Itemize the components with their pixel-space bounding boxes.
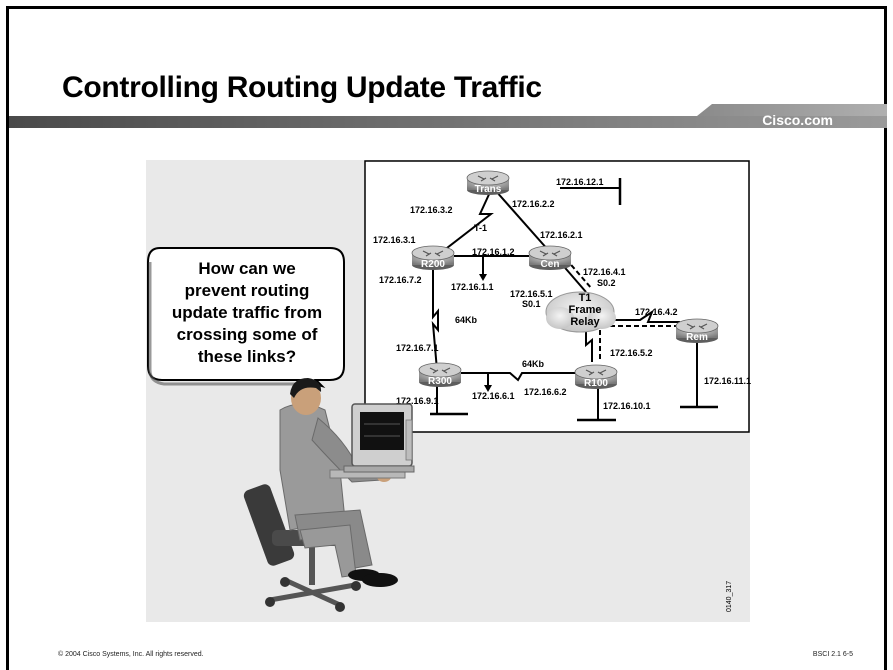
addr-r300-lan9: 172.16.9.1 <box>396 396 439 406</box>
slide-title: Controlling Routing Update Traffic <box>62 71 542 104</box>
addr-cen-s02-if: S0.2 <box>597 278 616 288</box>
callout-line-5: these links? <box>198 347 296 366</box>
brand-label: Cisco.com <box>762 112 833 128</box>
router-trans-label: Trans <box>475 184 502 195</box>
addr-r200-lan: 172.16.1.1 <box>451 282 494 292</box>
router-r300-label: R300 <box>428 376 452 387</box>
router-cen-label: Cen <box>541 259 560 270</box>
callout-line-4: crossing some of <box>177 325 318 344</box>
router-r200-label: R200 <box>421 259 445 270</box>
addr-r100-lan: 172.16.10.1 <box>603 401 651 411</box>
addr-cen-s01-if: S0.1 <box>522 299 541 309</box>
figure-id: 0140_317 <box>726 581 733 612</box>
addr-r100-fr: 172.16.5.2 <box>610 348 653 358</box>
addr-r300-r200: 172.16.7.1 <box>396 343 439 353</box>
slide-ref: BSCI 2.1 6-5 <box>812 651 853 658</box>
cloud-line-1: T1 <box>579 292 592 304</box>
addr-trans-lan: 172.16.12.1 <box>556 177 604 187</box>
copyright: © 2004 Cisco Systems, Inc. All rights re… <box>58 651 204 658</box>
addr-trans-r200: 172.16.3.2 <box>410 205 453 215</box>
cloud-line-2: Frame <box>568 304 601 316</box>
router-rem-label: Rem <box>686 332 708 343</box>
link-r200-r300-label: 64Kb <box>455 315 478 325</box>
callout-line-2: prevent routing <box>185 281 310 300</box>
addr-cen-s02: 172.16.4.1 <box>583 267 626 277</box>
router-cen: Cen <box>528 245 572 270</box>
addr-rem-lan: 172.16.11.1 <box>704 376 751 386</box>
router-rem: Rem <box>675 318 719 343</box>
cloud-line-3: Relay <box>570 316 600 328</box>
addr-cen-trans: 172.16.2.1 <box>540 230 583 240</box>
addr-r200-trans: 172.16.3.1 <box>373 235 416 245</box>
router-r100: R100 <box>574 364 618 389</box>
callout-line-1: How can we <box>198 259 295 278</box>
addr-trans-cen: 172.16.2.2 <box>512 199 555 209</box>
router-r200: R200 <box>411 245 455 270</box>
addr-cen-s01: 172.16.5.1 <box>510 289 553 299</box>
addr-r100-r300: 172.16.6.2 <box>524 387 567 397</box>
addr-rem-fr: 172.16.4.2 <box>635 307 678 317</box>
link-r300-r100-label: 64Kb <box>522 359 545 369</box>
topology-panel <box>364 160 750 433</box>
callout-line-3: update traffic from <box>172 303 322 322</box>
router-r100-label: R100 <box>584 378 608 389</box>
link-t1-label: T-1 <box>474 223 487 233</box>
addr-r300-lan6: 172.16.6.1 <box>472 391 515 401</box>
frame-relay-cloud: T1 Frame Relay <box>545 291 616 333</box>
slide-frame <box>6 6 887 670</box>
router-trans: Trans <box>466 170 510 195</box>
addr-r200-cen: 172.16.1.2 <box>472 247 515 257</box>
addr-r200-r300: 172.16.7.2 <box>379 275 422 285</box>
router-r300: R300 <box>418 362 462 387</box>
